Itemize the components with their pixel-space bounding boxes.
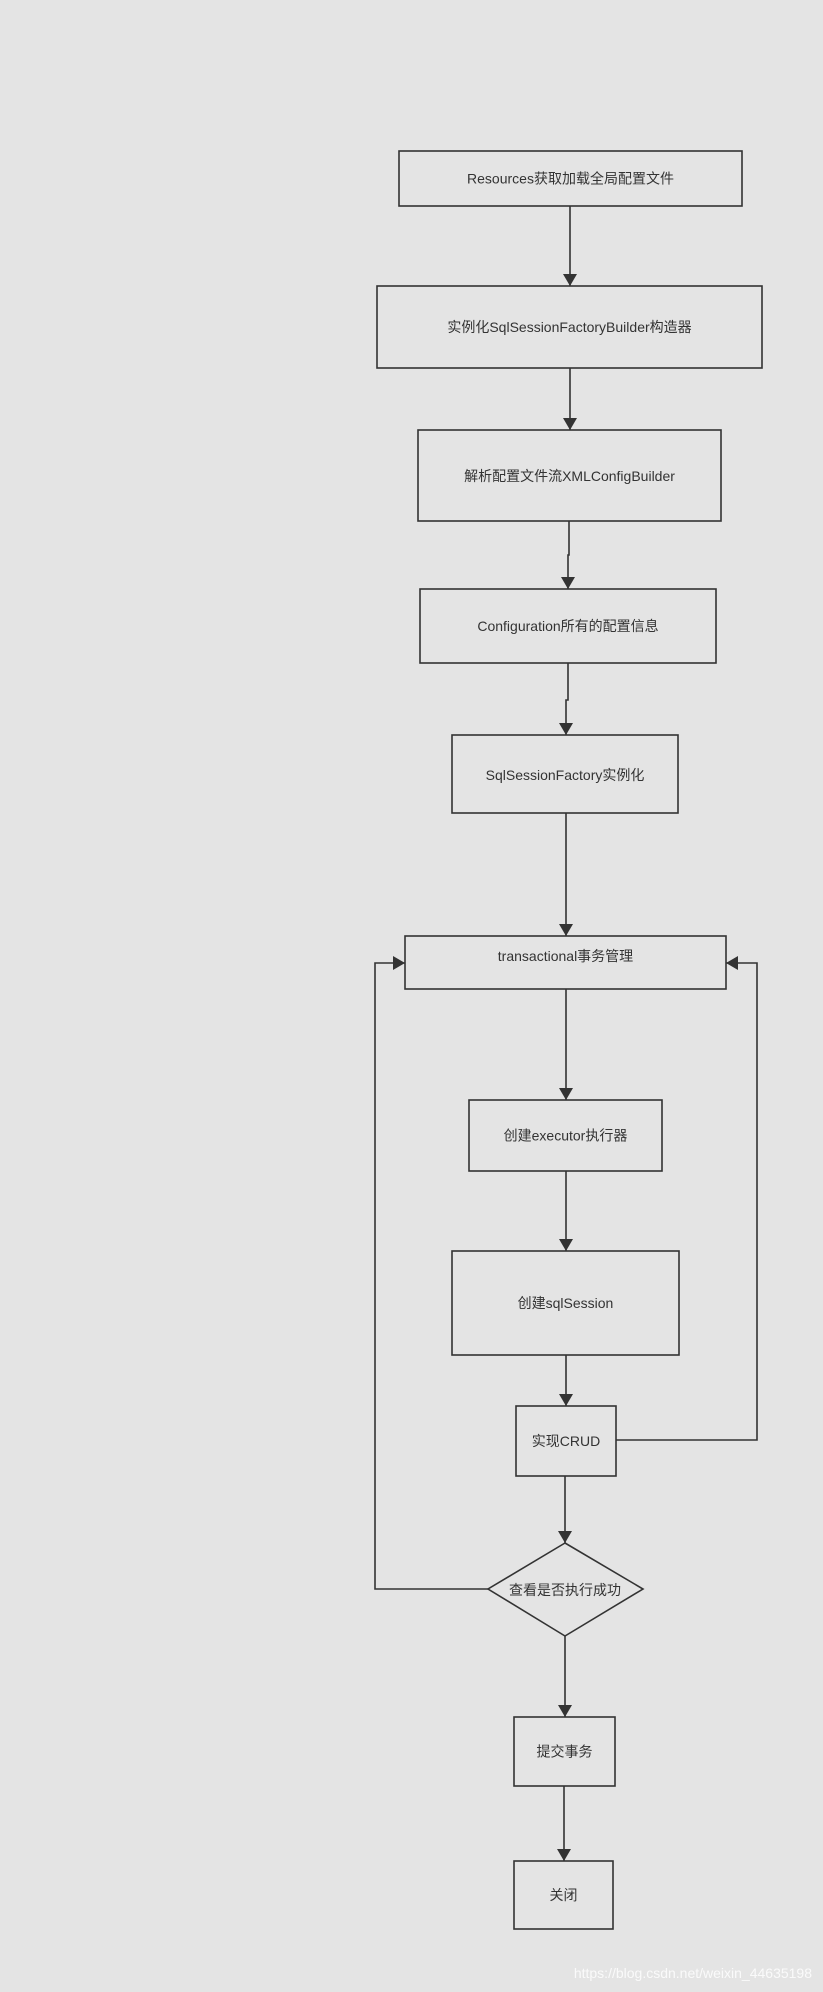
node-session: 创建sqlSession [451,1250,680,1356]
node-box [451,734,679,814]
node-box [376,285,763,369]
node-label: 创建executor执行器 [504,1128,628,1144]
edge-check-loop-to-transaction [374,956,488,1590]
node-box [468,1099,663,1172]
node-box [513,1860,614,1930]
node-box [513,1716,616,1787]
watermark-text: https://blog.csdn.net/weixin_44635198 [574,1965,812,1981]
node-transaction: transactional事务管理 [404,935,727,990]
node-label: Resources获取加载全局配置文件 [467,171,674,187]
edge-configuration-to-factory [559,663,573,735]
node-executor: 创建executor执行器 [468,1099,663,1172]
node-label: 提交事务 [537,1744,593,1760]
node-label: 创建sqlSession [518,1295,614,1311]
node-box [398,150,743,207]
node-close: 关闭 [513,1860,614,1930]
node-box [417,429,722,522]
node-builder: 实例化SqlSessionFactoryBuilder构造器 [376,285,763,369]
node-box [419,588,717,664]
edge-crud-loop-to-transaction [616,956,758,1441]
node-box [451,1250,680,1356]
node-check-decision: 查看是否执行成功 [486,1542,645,1637]
node-label: Configuration所有的配置信息 [477,618,658,634]
node-load-config: Resources获取加载全局配置文件 [398,150,743,207]
node-commit: 提交事务 [513,1716,616,1787]
node-label: 实例化SqlSessionFactoryBuilder构造器 [447,319,691,335]
node-crud: 实现CRUD [515,1405,617,1477]
node-box [404,935,727,990]
node-label: transactional事务管理 [498,948,633,964]
node-label: SqlSessionFactory实例化 [486,767,645,783]
edge-parse-to-configuration [561,521,575,589]
node-parse: 解析配置文件流XMLConfigBuilder [417,429,722,522]
node-label: 查看是否执行成功 [509,1582,621,1598]
node-box [515,1405,617,1477]
node-label: 解析配置文件流XMLConfigBuilder [464,468,675,484]
node-configuration: Configuration所有的配置信息 [419,588,717,664]
edges [374,206,758,1861]
node-label: 实现CRUD [532,1433,600,1449]
decision-diamond [486,1542,645,1637]
node-factory: SqlSessionFactory实例化 [451,734,679,814]
node-label: 关闭 [550,1887,578,1903]
